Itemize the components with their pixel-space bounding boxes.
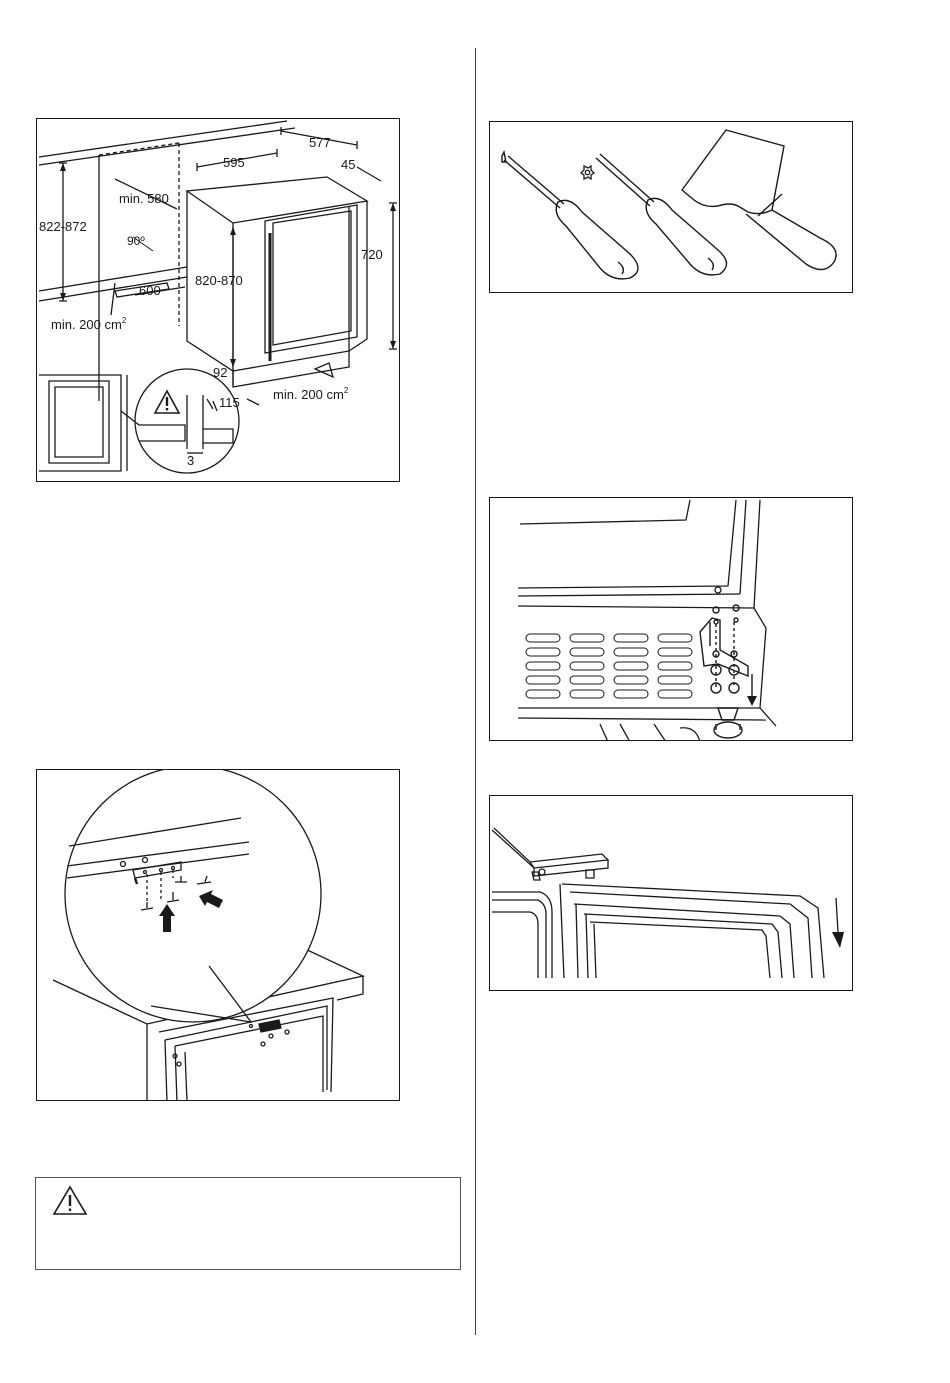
torx-screwdriver-icon [596, 154, 727, 275]
vent-grille [526, 634, 692, 698]
vent-left-label: min. 200 cm2 [51, 316, 127, 332]
dim-822-872-label: 822-872 [39, 219, 87, 234]
dim-595-label: 595 [223, 155, 245, 170]
dim-min580-label: min. 580 [119, 191, 169, 206]
ice-scraper-icon [682, 130, 836, 270]
tools-figure [489, 121, 853, 293]
dimensions-drawing: 577 45 595 min. 580 822-872 90º 720 820-… [37, 119, 400, 482]
column-divider [475, 48, 476, 1335]
hinge-bracket [700, 605, 752, 698]
warning-triangle-icon [50, 1184, 90, 1218]
dim-820-870-label: 820-870 [195, 273, 243, 288]
dim-115-label: 115 [219, 395, 240, 410]
dim-45-label: 45 [341, 157, 355, 172]
dim-3-label: 3 [187, 453, 194, 468]
warning-notice-box [35, 1177, 461, 1270]
dim-720-label: 720 [361, 247, 383, 262]
top-bracket-figure [36, 769, 400, 1101]
hinge-adjustment-figure [489, 497, 853, 741]
dim-577-label: 577 [309, 135, 331, 150]
flat-screwdriver-icon [502, 152, 638, 279]
vent-right-label: min. 200 cm2 [273, 386, 349, 402]
leveling-foot [714, 708, 742, 738]
dim-92-label: 92 [213, 365, 227, 380]
torx-star-icon [581, 166, 594, 179]
door-alignment-figure [489, 795, 853, 991]
dim-600-label: 600 [139, 283, 161, 298]
dim-90-degree-label: 90º [127, 234, 145, 248]
installation-dimensions-figure: 577 45 595 min. 580 822-872 90º 720 820-… [36, 118, 400, 482]
